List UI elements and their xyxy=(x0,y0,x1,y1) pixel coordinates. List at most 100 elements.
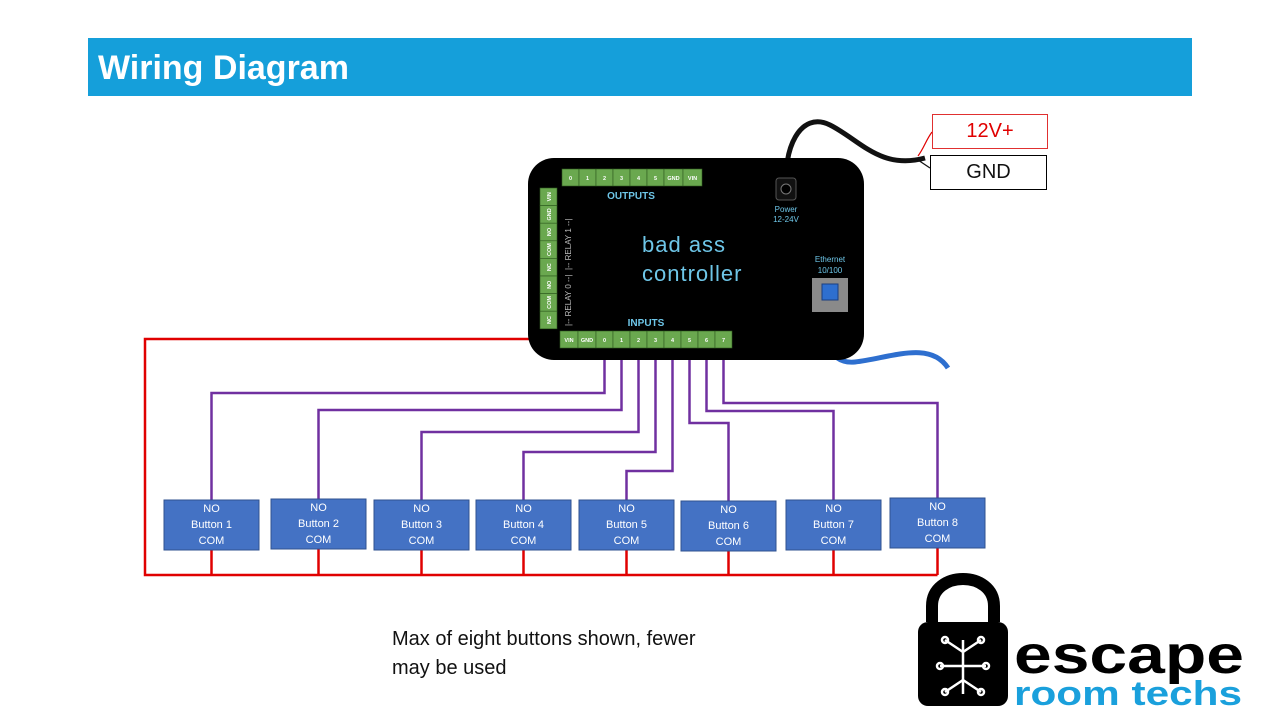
button-name-label: Button 8 xyxy=(917,517,958,529)
relay-pin-label: NO xyxy=(547,280,553,289)
button-name-label: Button 3 xyxy=(401,519,442,531)
wires xyxy=(143,337,939,577)
input-pin-label: 2 xyxy=(637,338,640,344)
button-no-label: NO xyxy=(618,503,635,515)
controller-name-line1: bad ass xyxy=(642,232,726,257)
button-name-label: Button 6 xyxy=(708,520,749,532)
button-3 xyxy=(373,499,470,551)
relay-pin-7 xyxy=(539,310,558,330)
button-no-label: NO xyxy=(413,503,430,515)
relay-pin-label: NO xyxy=(547,227,553,236)
button-name-label: Button 7 xyxy=(813,519,854,531)
button-4 xyxy=(475,499,572,551)
input-wire-1 xyxy=(210,348,606,500)
button-com-label: COM xyxy=(716,536,742,548)
power-voltage-label: 12-24V xyxy=(773,215,799,224)
footnote-line-1: Max of eight buttons shown, fewer xyxy=(392,628,696,650)
ground-supply-label: GND xyxy=(930,155,1047,190)
button-1 xyxy=(163,499,260,551)
input-terminal-block: VIN GND 0 1 2 3 4 5 6 7 xyxy=(559,330,733,349)
output-pin-label: VIN xyxy=(688,176,697,182)
circuit-icon xyxy=(935,635,991,697)
input-pin-label: GND xyxy=(581,338,593,344)
escape-room-techs-logo: escape room techs xyxy=(918,573,1244,713)
ethernet-label: Ethernet xyxy=(815,255,846,264)
controller-name-line2: controller xyxy=(642,261,742,286)
input-wire-4 xyxy=(522,348,657,500)
button-name-label: Button 2 xyxy=(298,518,339,530)
ethernet-speed-label: 10/100 xyxy=(818,266,843,275)
positive-supply-label: 12V+ xyxy=(932,114,1048,149)
relay-pin-label: NC xyxy=(547,263,553,271)
input-wire-3 xyxy=(420,348,640,500)
input-wire-2 xyxy=(317,348,623,499)
button-6 xyxy=(680,500,777,552)
button-com-label: COM xyxy=(306,534,332,546)
outputs-label: OUTPUTS xyxy=(607,191,655,202)
button-com-label: COM xyxy=(614,535,640,547)
button-no-label: NO xyxy=(720,504,737,516)
button-com-label: COM xyxy=(925,533,951,545)
input-pin-label: 7 xyxy=(722,338,725,344)
button-com-label: COM xyxy=(511,535,537,547)
output-terminal-block: 0 1 2 3 4 5 GND VIN xyxy=(561,168,703,187)
button-com-label: COM xyxy=(821,535,847,547)
relay-0-label: |-- RELAY 0 --| xyxy=(564,275,573,326)
input-pin-label: VIN xyxy=(564,338,573,344)
button-8 xyxy=(889,497,986,549)
input-wire-8 xyxy=(722,348,939,498)
button-no-label: NO xyxy=(310,502,327,514)
page-title: Wiring Diagram xyxy=(98,49,349,87)
relay-1-label: |-- RELAY 1 --| xyxy=(564,219,573,270)
relay-pin-label: COM xyxy=(547,296,553,309)
input-pin-label: 6 xyxy=(705,338,708,344)
button-name-label: Button 4 xyxy=(503,519,544,531)
padlock-shackle-icon xyxy=(926,573,1000,622)
ethernet-port-socket xyxy=(821,283,839,301)
input-wire-6 xyxy=(688,348,730,501)
footnote-line-2: may be used xyxy=(392,657,507,679)
power-lead-black xyxy=(917,159,931,169)
button-no-label: NO xyxy=(515,503,532,515)
button-2 xyxy=(270,498,367,550)
input-pin-label: 5 xyxy=(688,338,691,344)
output-pin-label: GND xyxy=(667,176,679,182)
button-no-label: NO xyxy=(929,501,946,513)
button-no-label: NO xyxy=(825,503,842,515)
inputs-label: INPUTS xyxy=(628,318,665,329)
button-7 xyxy=(785,499,882,551)
output-pin-label: 5 xyxy=(654,176,657,182)
power-lead-red xyxy=(917,131,933,157)
relay-pin-label: COM xyxy=(547,243,553,256)
relay-terminal-block: VIN GND NO COM NC NO COM NC xyxy=(539,187,558,330)
input-pin-label: 1 xyxy=(620,338,623,344)
button-5 xyxy=(578,499,675,551)
input-wire-7 xyxy=(705,348,835,500)
footnote: Max of eight buttons shown, fewer may be… xyxy=(392,625,752,683)
button-group: NO Button 1 COM NO Button 2 COM NO Button 3 COM N… xyxy=(163,497,986,552)
output-pin-label: 0 xyxy=(569,176,572,182)
power-label: Power xyxy=(775,205,798,214)
relay-pin-label: VIN xyxy=(547,192,553,201)
button-com-label: COM xyxy=(409,535,435,547)
logo-word-escape: escape xyxy=(1014,625,1244,685)
button-name-label: Button 5 xyxy=(606,519,647,531)
input-pin-label: 0 xyxy=(603,338,606,344)
output-pin-label: 1 xyxy=(586,176,589,182)
button-com-label: COM xyxy=(199,535,225,547)
output-pin-label: 2 xyxy=(603,176,606,182)
input-pin-label: 4 xyxy=(671,338,675,344)
input-pin-9 xyxy=(714,330,733,349)
relay-pin-label: GND xyxy=(547,208,553,220)
output-pin-7 xyxy=(682,168,703,187)
common-wire xyxy=(143,337,938,577)
input-pin-label: 3 xyxy=(654,338,657,344)
output-pin-label: 4 xyxy=(637,176,641,182)
power-cable xyxy=(783,119,926,191)
power-jack-hole xyxy=(780,183,792,195)
button-name-label: Button 1 xyxy=(191,519,232,531)
output-pin-label: 3 xyxy=(620,176,623,182)
relay-pin-label: NC xyxy=(547,316,553,324)
title-bar: Wiring Diagram xyxy=(88,38,1192,96)
button-no-label: NO xyxy=(203,503,220,515)
